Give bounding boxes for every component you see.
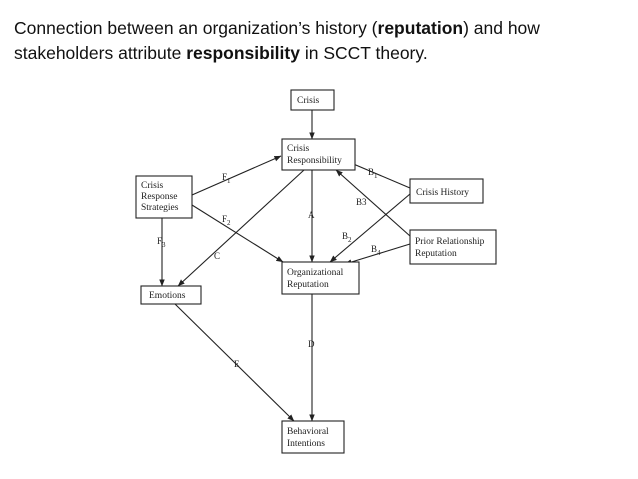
- node-strategies-line-2: Response: [141, 192, 177, 202]
- heading-bold-reputation: reputation: [377, 18, 464, 38]
- node-prior-relationship-line-2: Reputation: [415, 249, 457, 259]
- heading-text-3: in SCCT theory.: [299, 43, 428, 63]
- node-prior-relationship-reputation: Prior Relationship Reputation: [409, 229, 497, 265]
- heading-text-2: ) and how stakeholders attribute: [14, 18, 540, 63]
- heading-text-1: Connection between an organization’s his…: [14, 18, 378, 38]
- label-b1: B1: [368, 167, 378, 180]
- node-crisis-label: Crisis: [297, 96, 319, 106]
- edge-b4: [344, 243, 411, 265]
- node-crisis-responsibility-line-2: Responsibility: [287, 156, 342, 166]
- node-crisis-response-strategies: Crisis Response Strategies: [135, 175, 193, 219]
- label-a: A: [308, 210, 315, 220]
- node-strategies-line-3: Strategies: [141, 203, 179, 213]
- edge-e: [174, 303, 295, 422]
- node-crisis: Crisis: [290, 89, 335, 111]
- node-crisis-responsibility-line-1: Crisis: [287, 144, 309, 154]
- label-f3: F3: [157, 236, 166, 249]
- label-b4: B4: [371, 244, 381, 257]
- node-prior-relationship-line-1: Prior Relationship: [415, 237, 485, 247]
- node-crisis-history: Crisis History: [409, 178, 484, 204]
- node-behavioral-intentions: Behavioral Intentions: [281, 420, 345, 454]
- node-emotions: Emotions: [140, 285, 202, 305]
- node-organizational-reputation: Organizational Reputation: [281, 261, 360, 295]
- edge-b3: [335, 169, 411, 237]
- label-c: C: [214, 251, 220, 261]
- node-behavioral-line-2: Intentions: [287, 439, 325, 449]
- label-e: E: [234, 359, 240, 369]
- slide-heading: Connection between an organization’s his…: [14, 16, 626, 66]
- edge-b2: [329, 193, 411, 263]
- label-f1: F1: [222, 172, 231, 185]
- node-crisis-history-label: Crisis History: [416, 188, 469, 198]
- node-behavioral-line-1: Behavioral: [287, 427, 329, 437]
- node-org-reputation-line-2: Reputation: [287, 280, 329, 290]
- node-org-reputation-line-1: Organizational: [287, 268, 344, 278]
- edge-c: [177, 169, 305, 287]
- edge-f2: [191, 204, 284, 263]
- node-crisis-responsibility: Crisis Responsibility: [281, 138, 356, 171]
- label-d: D: [308, 339, 315, 349]
- label-b2: B2: [342, 231, 352, 244]
- edge-f1: [191, 155, 282, 196]
- heading-bold-responsibility: responsibility: [186, 43, 300, 63]
- node-strategies-line-1: Crisis: [141, 181, 163, 191]
- label-f2: F2: [222, 214, 231, 227]
- label-b3: B3: [356, 197, 367, 207]
- node-emotions-label: Emotions: [149, 291, 186, 301]
